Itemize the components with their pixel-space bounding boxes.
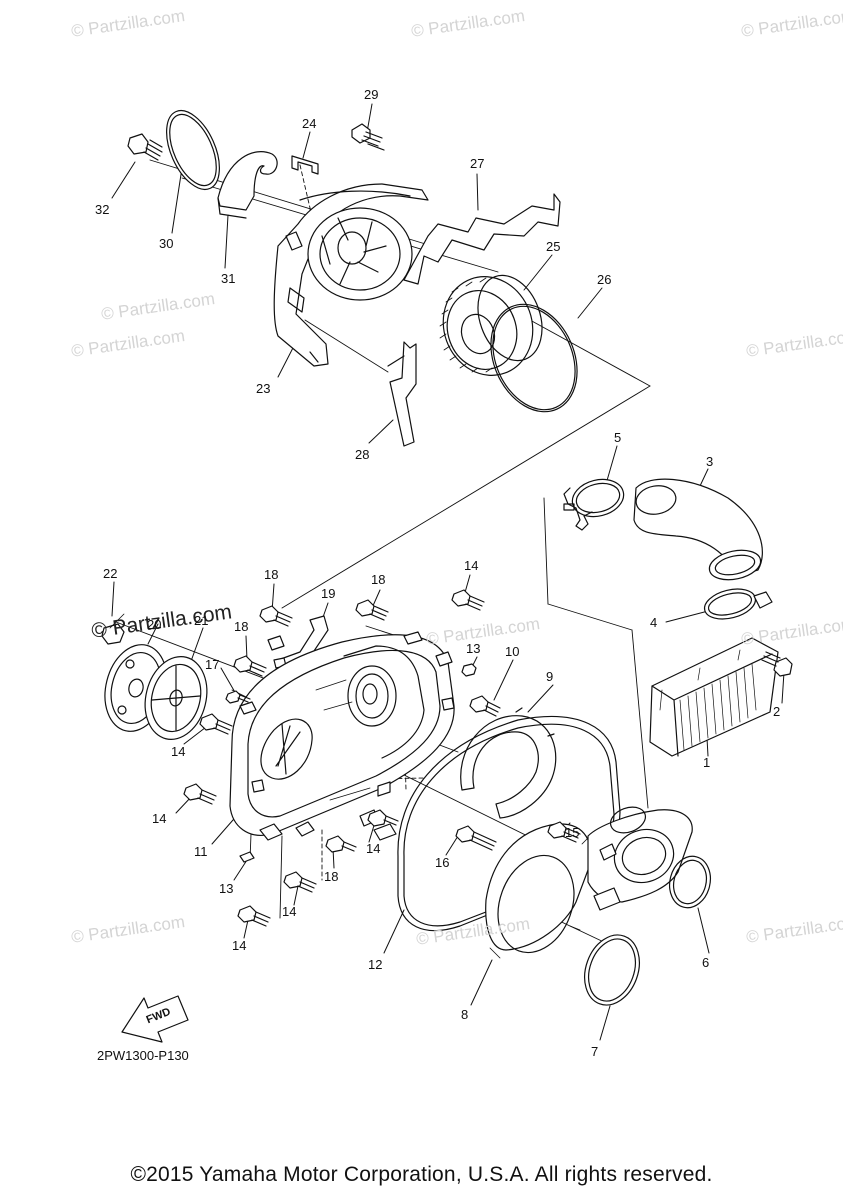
part-21-damper bbox=[137, 650, 216, 746]
part-8-outer-cover bbox=[485, 824, 591, 963]
part-7-cap bbox=[575, 927, 648, 1012]
part-27-strip bbox=[404, 194, 560, 284]
part-30-plate bbox=[156, 103, 230, 198]
part-32-bolt bbox=[128, 134, 162, 160]
callout-label: 8 bbox=[461, 1007, 469, 1022]
part-12-gasket bbox=[398, 716, 620, 930]
callout-label: 7 bbox=[591, 1044, 599, 1059]
callout-label: 13 bbox=[466, 641, 481, 656]
callout-label: 29 bbox=[364, 87, 379, 102]
callout-label: 18 bbox=[234, 619, 249, 634]
part-11-crankcase-cover bbox=[230, 632, 454, 840]
callout-label: 13 bbox=[219, 881, 234, 896]
part-3-duct bbox=[634, 479, 763, 584]
part-26-o-ring bbox=[475, 291, 594, 426]
callout-label: 14 bbox=[152, 811, 167, 826]
callout-label: 30 bbox=[159, 236, 174, 251]
callout-label: 6 bbox=[702, 955, 710, 970]
callout-label: 23 bbox=[256, 381, 271, 396]
part-23-fan-housing bbox=[274, 184, 428, 366]
callout-label: 4 bbox=[650, 615, 658, 630]
callout-label: 22 bbox=[103, 566, 118, 581]
part-10-bolt bbox=[470, 696, 500, 716]
part-25-fan bbox=[430, 264, 554, 388]
part-6-o-ring bbox=[664, 852, 715, 912]
callout-label: 2 bbox=[773, 704, 781, 719]
part-22-bolt bbox=[102, 614, 124, 644]
intake-cover bbox=[588, 803, 692, 910]
callout-label: 18 bbox=[324, 869, 339, 884]
part-1-filter bbox=[650, 638, 778, 756]
part-28-bracket bbox=[388, 342, 416, 446]
part-2-bolt bbox=[762, 652, 792, 676]
callout-label: 1 bbox=[703, 755, 711, 770]
part-9-gasket-ring bbox=[461, 708, 556, 818]
callout-label: 15 bbox=[565, 825, 580, 840]
callout-label: 18 bbox=[371, 572, 386, 587]
callout-label: 16 bbox=[435, 855, 450, 870]
callout-label: 27 bbox=[470, 156, 485, 171]
drawing-code: 2PW1300-P130 bbox=[97, 1048, 189, 1063]
callout-label: 5 bbox=[614, 430, 622, 445]
part-4-clamp bbox=[701, 584, 772, 624]
callout-label: 32 bbox=[95, 202, 110, 217]
callout-label: 18 bbox=[264, 567, 279, 582]
callout-label: 11 bbox=[194, 844, 208, 859]
callout-label: 3 bbox=[706, 454, 714, 469]
callout-label: 10 bbox=[505, 644, 520, 659]
callout-label: 20 bbox=[147, 617, 162, 632]
callout-label: 24 bbox=[302, 116, 317, 131]
part-31-cover bbox=[218, 152, 277, 218]
callout-label: 14 bbox=[232, 938, 247, 953]
leader-lines bbox=[112, 104, 784, 1040]
bolts-group bbox=[184, 590, 580, 926]
callout-label: 17 bbox=[205, 657, 220, 672]
callout-label: 19 bbox=[321, 586, 336, 601]
callout-label: 31 bbox=[221, 271, 236, 286]
part-5-clamp bbox=[564, 474, 628, 530]
part-29-bolt bbox=[352, 124, 384, 150]
callout-label: 25 bbox=[546, 239, 561, 254]
callout-label: 26 bbox=[597, 272, 612, 287]
fwd-arrow-icon bbox=[122, 996, 188, 1042]
callout-label: 14 bbox=[282, 904, 297, 919]
callout-label: 12 bbox=[368, 957, 383, 972]
callout-label: 14 bbox=[366, 841, 381, 856]
callout-label: 9 bbox=[546, 669, 554, 684]
callout-label: 21 bbox=[194, 613, 209, 628]
callout-label: 28 bbox=[355, 447, 370, 462]
part-24-clip bbox=[292, 156, 318, 174]
callout-label: 14 bbox=[171, 744, 186, 759]
copyright-notice: ©2015 Yamaha Motor Corporation, U.S.A. A… bbox=[130, 1163, 713, 1186]
callout-label: 14 bbox=[464, 558, 479, 573]
